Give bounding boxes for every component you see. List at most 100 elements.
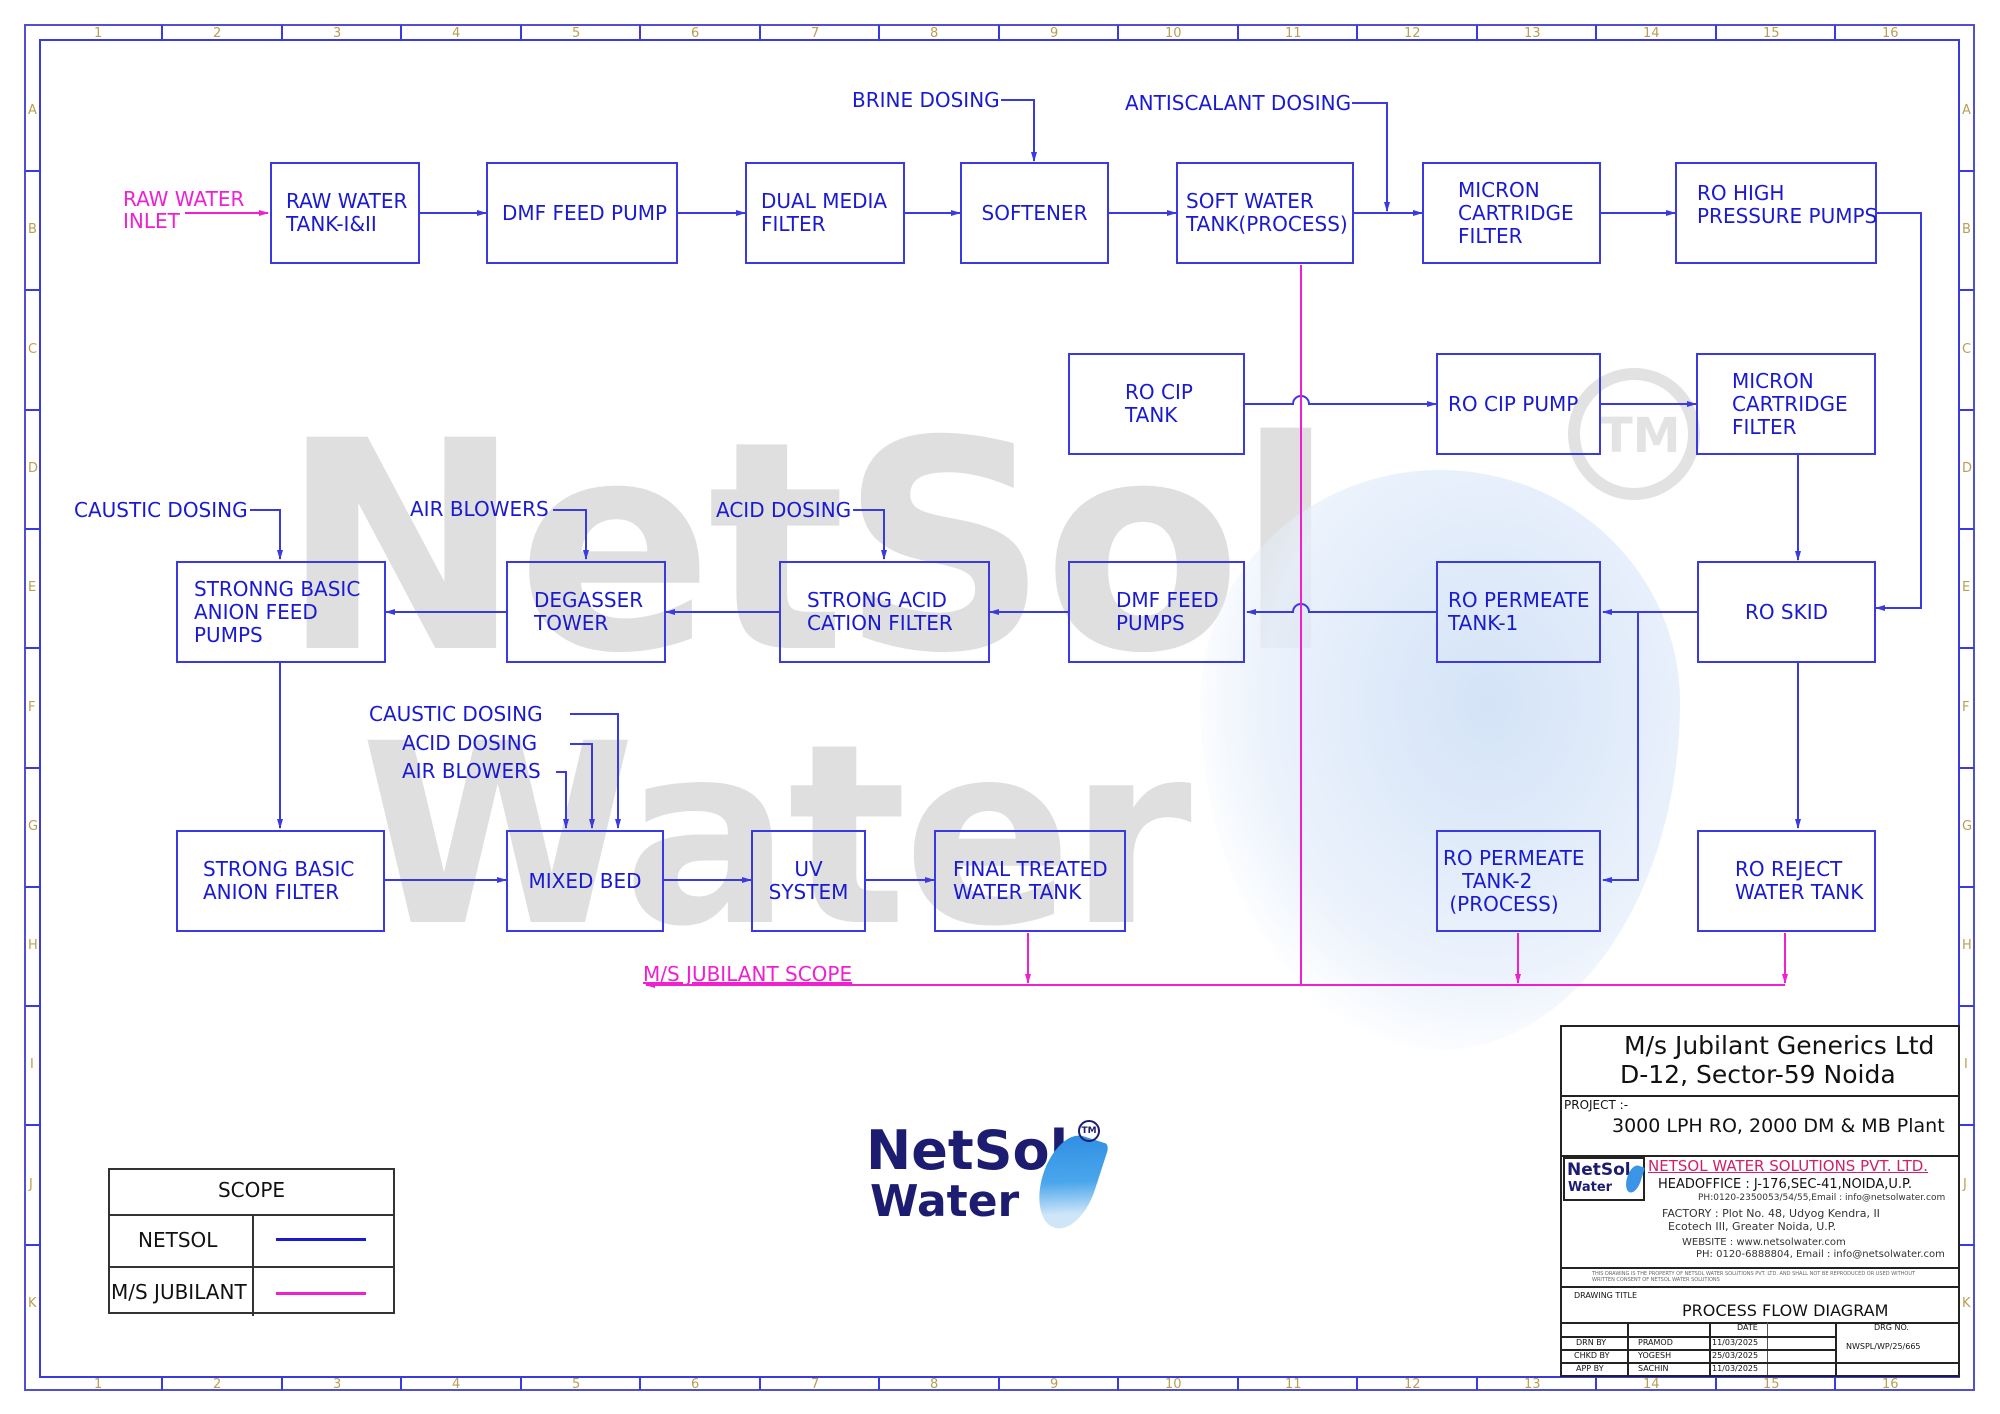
ro-cip-tank-label: RO CIP TANK (1125, 380, 1193, 427)
drawing-title: PROCESS FLOW DIAGRAM (1682, 1301, 1889, 1320)
dual-media-filter[interactable]: DUAL MEDIA FILTER (745, 162, 905, 264)
ro-permeate-tank-2[interactable]: RO PERMEATE TANK-2 (PROCESS) (1436, 830, 1601, 932)
degasser-tower-label: DEGASSER TOWER (534, 588, 644, 635)
acid-dosing-label-1: ACID DOSING (716, 498, 852, 522)
zone-col-6-bottom: 6 (691, 1377, 700, 1392)
zone-col-13-top: 13 (1524, 26, 1541, 41)
watermark-tm: TM (1600, 408, 1681, 464)
zone-col-14-top: 14 (1643, 26, 1660, 41)
zone-col-2-bottom: 2 (213, 1377, 222, 1392)
ro-skid[interactable]: RO SKID (1697, 561, 1876, 663)
ro-cip-pump[interactable]: RO CIP PUMP (1436, 353, 1601, 455)
strong-basic-anion-filter-label: STRONG BASIC ANION FILTER (203, 857, 355, 904)
netsol-logo-line2: Water (870, 1176, 1020, 1227)
air-blowers-label-2: AIR BLOWERS (402, 759, 541, 783)
zone-col-15-top: 15 (1763, 26, 1780, 41)
scope-legend-row-netsol: NETSOL (110, 1214, 393, 1316)
soft-water-tank-label: SOFT WATER TANK(PROCESS) (1186, 189, 1348, 236)
signoff-date: 11/03/2025 (1712, 1338, 1759, 1347)
micron-cartridge-filter-2[interactable]: MICRON CARTRIDGE FILTER (1696, 353, 1876, 455)
zone-row-f-right: F (1962, 700, 1970, 715)
softener[interactable]: SOFTENER (960, 162, 1109, 264)
zone-row-e-left: E (28, 580, 37, 595)
watermark-netsol: NetSol (280, 380, 1336, 717)
signoff-role: CHKD BY (1574, 1351, 1610, 1360)
uv-system[interactable]: UV SYSTEM (751, 830, 866, 932)
final-treated-water-tank[interactable]: FINAL TREATED WATER TANK (934, 830, 1126, 932)
degasser-tower[interactable]: DEGASSER TOWER (506, 561, 666, 663)
zone-col-8-top: 8 (930, 26, 939, 41)
zone-row-h-right: H (1962, 938, 1972, 953)
netsol-logo-line1: NetSol (866, 1119, 1069, 1182)
ro-reject-water-tank[interactable]: RO REJECT WATER TANK (1697, 830, 1876, 932)
zone-row-k-left: K (28, 1296, 37, 1311)
project-label: PROJECT :- (1564, 1098, 1629, 1112)
zone-col-7-top: 7 (811, 26, 820, 41)
scope-legend-title: SCOPE (217, 1178, 286, 1202)
ro-high-pressure-pumps[interactable]: RO HIGH PRESSURE PUMPS (1675, 162, 1877, 264)
zone-row-e-right: E (1962, 580, 1971, 595)
tb-divider (1562, 1155, 1958, 1157)
micron-cartridge-filter-2-label: MICRON CARTRIDGE FILTER (1732, 368, 1848, 439)
ro-permeate-tank-1[interactable]: RO PERMEATE TANK-1 (1436, 561, 1601, 663)
zone-col-11-bottom: 11 (1285, 1377, 1302, 1392)
zone-row-c-right: C (1962, 342, 1972, 357)
tb-divider (1562, 1286, 1958, 1288)
company-logo-small-line1: NetSol (1567, 1160, 1631, 1180)
zone-row-c-left: C (28, 342, 38, 357)
signoff-name: SACHIN (1638, 1364, 1669, 1373)
zone-row-g-left: G (28, 819, 39, 834)
ro-reject-water-tank-label: RO REJECT WATER TANK (1735, 857, 1864, 904)
zone-col-10-bottom: 10 (1165, 1377, 1182, 1392)
company-name: NETSOL WATER SOLUTIONS PVT. LTD. (1648, 1157, 1929, 1175)
dmf-feed-pumps[interactable]: DMF FEED PUMPS (1068, 561, 1245, 663)
zone-row-b-right: B (1962, 222, 1971, 237)
ro-cip-pump-label: RO CIP PUMP (1448, 391, 1579, 416)
zone-col-1-bottom: 1 (94, 1377, 103, 1392)
brine-dosing-label: BRINE DOSING (852, 88, 1000, 112)
strong-basic-anion-feed-pumps[interactable]: STRONNG BASIC ANION FEED PUMPS (176, 561, 386, 663)
head-office: HEADOFFICE : J-176,SEC-41,NOIDA,U.P. (1658, 1177, 1912, 1192)
disclaimer: THIS DRAWING IS THE PROPERTY OF NETSOL W… (1592, 1271, 1916, 1283)
strong-acid-cation-filter-label: STRONG ACID CATION FILTER (807, 588, 953, 635)
project-name: 3000 LPH RO, 2000 DM & MB Plant (1612, 1115, 1945, 1137)
signoff-name: YOGESH (1638, 1351, 1672, 1360)
zone-row-k-right: K (1962, 1296, 1971, 1311)
head-office-contact: PH:0120-2350053/54/55,Email : info@netso… (1698, 1193, 1946, 1203)
title-block: M/s Jubilant Generics Ltd D-12, Sector-5… (1560, 1025, 1960, 1377)
drg-no: NWSPL/WP/25/665 (1846, 1342, 1921, 1351)
mixed-bed[interactable]: MIXED BED (506, 830, 664, 932)
dmf-feed-pump[interactable]: DMF FEED PUMP (486, 162, 678, 264)
strong-basic-anion-filter[interactable]: STRONG BASIC ANION FILTER (176, 830, 385, 932)
raw-water-tank[interactable]: RAW WATER TANK-I&II (270, 162, 420, 264)
trademark-icon: TM (1078, 1120, 1100, 1142)
jubilant-scope-label: M/S JUBILANT SCOPE (643, 962, 853, 986)
zone-col-12-top: 12 (1404, 26, 1421, 41)
ro-cip-tank[interactable]: RO CIP TANK (1068, 353, 1245, 455)
scope-legend-netsol-label: NETSOL (138, 1228, 218, 1252)
zone-row-a-right: A (1962, 103, 1971, 118)
zone-col-5-bottom: 5 (572, 1377, 581, 1392)
scope-legend-jubilant-swatch (276, 1292, 366, 1295)
zone-col-1-top: 1 (94, 26, 103, 41)
zone-col-8-bottom: 8 (930, 1377, 939, 1392)
zone-row-g-right: G (1962, 819, 1973, 834)
strong-acid-cation-filter[interactable]: STRONG ACID CATION FILTER (779, 561, 990, 663)
zone-col-14-bottom: 14 (1643, 1377, 1660, 1392)
zone-col-13-bottom: 13 (1524, 1377, 1541, 1392)
row-divider (1562, 1362, 1958, 1364)
tb-divider (1562, 1095, 1958, 1097)
micron-cartridge-filter-1-label: MICRON CARTRIDGE FILTER (1458, 177, 1574, 248)
micron-cartridge-filter-1[interactable]: MICRON CARTRIDGE FILTER (1422, 162, 1601, 264)
soft-water-tank[interactable]: SOFT WATER TANK(PROCESS) (1176, 162, 1354, 264)
zone-row-d-right: D (1962, 461, 1973, 476)
antiscalant-dosing-label: ANTISCALANT DOSING (1125, 91, 1352, 115)
zone-row-h-left: H (28, 938, 38, 953)
zone-row-i-left: I (30, 1057, 34, 1072)
signoff-name: PRAMOD (1638, 1338, 1673, 1347)
col-divider (1835, 1322, 1837, 1375)
ro-permeate-tank-2-label: RO PERMEATE TANK-2 (PROCESS) (1443, 845, 1585, 916)
caustic-dosing-label-2: CAUSTIC DOSING (369, 702, 543, 726)
raw-water-inlet-label: RAW WATER INLET (123, 187, 245, 233)
phone-email: PH: 0120-6888804, Email : info@netsolwat… (1696, 1249, 1945, 1260)
